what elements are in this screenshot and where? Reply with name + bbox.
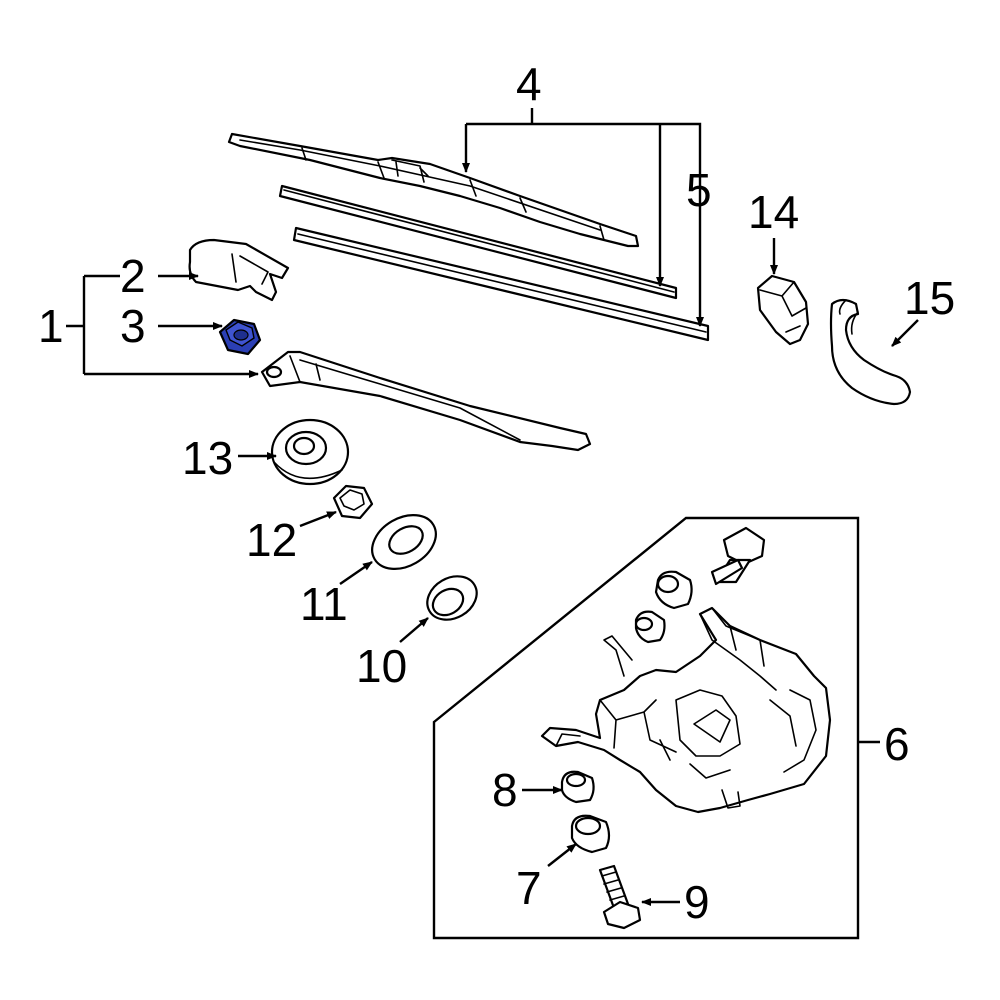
leader-5 xyxy=(660,122,704,327)
wiper-arm xyxy=(260,350,592,452)
callout-15: 15 xyxy=(904,272,955,324)
callout-7: 7 xyxy=(516,862,542,914)
leader-12 xyxy=(299,510,337,528)
callout-5: 5 xyxy=(686,164,712,216)
blade-refill-upper xyxy=(278,184,678,300)
callout-14: 14 xyxy=(748,186,799,238)
hex-nut xyxy=(332,484,374,520)
mounting-bolt-upper xyxy=(710,526,766,586)
washer xyxy=(371,514,437,570)
callout-6: 6 xyxy=(884,718,910,770)
wiper-blade xyxy=(227,132,640,248)
callout-13: 13 xyxy=(182,432,233,484)
bushing xyxy=(426,575,478,621)
callout-10: 10 xyxy=(356,640,407,692)
leader-11 xyxy=(339,561,373,585)
grommet-middle xyxy=(634,610,666,644)
blade-refill-lower xyxy=(292,226,710,342)
callout-11: 11 xyxy=(300,578,348,630)
callout-4: 4 xyxy=(516,58,542,110)
mounting-bolt-lower xyxy=(598,864,642,930)
leader-10 xyxy=(399,617,429,643)
callout-2: 2 xyxy=(120,250,146,302)
grommet-upper xyxy=(654,570,693,610)
arm-nut-highlighted xyxy=(218,318,262,356)
mount-grommet xyxy=(570,814,611,854)
callout-9: 9 xyxy=(684,876,710,928)
arm-cover-cap xyxy=(188,238,290,302)
callout-12: 12 xyxy=(246,514,297,566)
leader-7 xyxy=(547,843,577,867)
grommet-lower xyxy=(560,770,595,804)
callout-1: 1 xyxy=(38,300,64,352)
motor-assembly-frame xyxy=(432,516,860,940)
leader-15 xyxy=(891,319,919,347)
callout-8: 8 xyxy=(492,764,518,816)
pivot-cap xyxy=(270,418,350,486)
wiper-motor xyxy=(540,606,832,814)
wiring-connector xyxy=(756,274,810,346)
washer-hose xyxy=(829,298,912,406)
callout-3: 3 xyxy=(120,300,146,352)
